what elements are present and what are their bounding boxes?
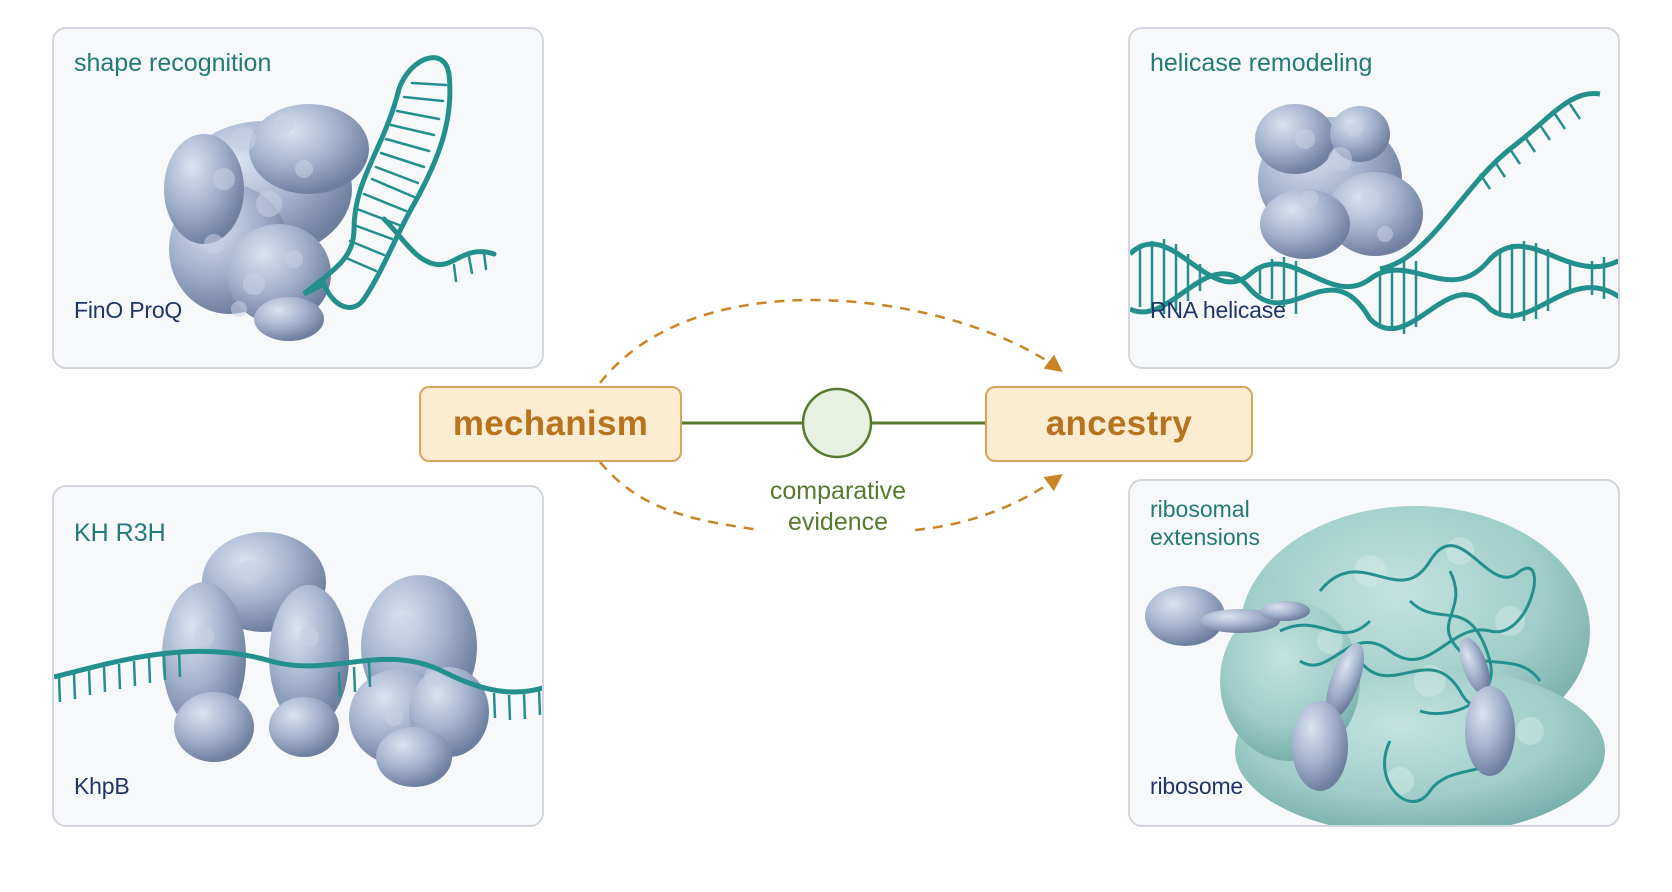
panel-subtitle-kh: KhpB [74,773,130,799]
panel-subtitle-shape: FinO ProQ [74,297,183,323]
kh-protein-illustration [54,532,542,787]
rna-single-strand [54,648,542,721]
helicase-protein-blob [1255,104,1423,259]
upper-dashed-arrow [599,298,1063,384]
panel-ribosomal-extensions: ribosomal extensions ribosome [1128,479,1620,827]
protein-rna-shape-illustration [164,55,497,341]
ribosome-illustration [1145,506,1605,825]
panel-title-shape: shape recognition [74,49,272,77]
ribosomal-protein-extensions [1145,586,1515,791]
panel-subtitle-ribosome: ribosome [1150,773,1243,799]
panel-kh-r3h: KH R3H KhpB [52,485,544,827]
panel-helicase-remodeling: helicase remodeling RNA helicase [1128,27,1620,369]
helicase-illustration [1130,90,1618,334]
finO-protein-blob [164,104,369,341]
mechanism-node: mechanism [419,386,682,462]
panel-subtitle-helicase: RNA helicase [1150,297,1286,323]
panel-title-helicase: helicase remodeling [1150,49,1373,77]
lower-dashed-arrow-end [914,473,1063,532]
rna-double-helix [1130,90,1618,334]
panel-title-ribosome: ribosomal extensions [1150,496,1260,550]
evidence-node-circle [801,387,873,459]
comparative-evidence-label: comparative evidence [769,477,907,536]
panel-shape-recognition: shape recognition FinO ProQ [52,27,544,369]
lower-dashed-arrow [599,461,761,532]
rna-hairpin [302,55,497,310]
panel-title-kh: KH R3H [74,519,166,547]
kh-protein-left [162,532,349,762]
ancestry-node: ancestry [985,386,1253,462]
